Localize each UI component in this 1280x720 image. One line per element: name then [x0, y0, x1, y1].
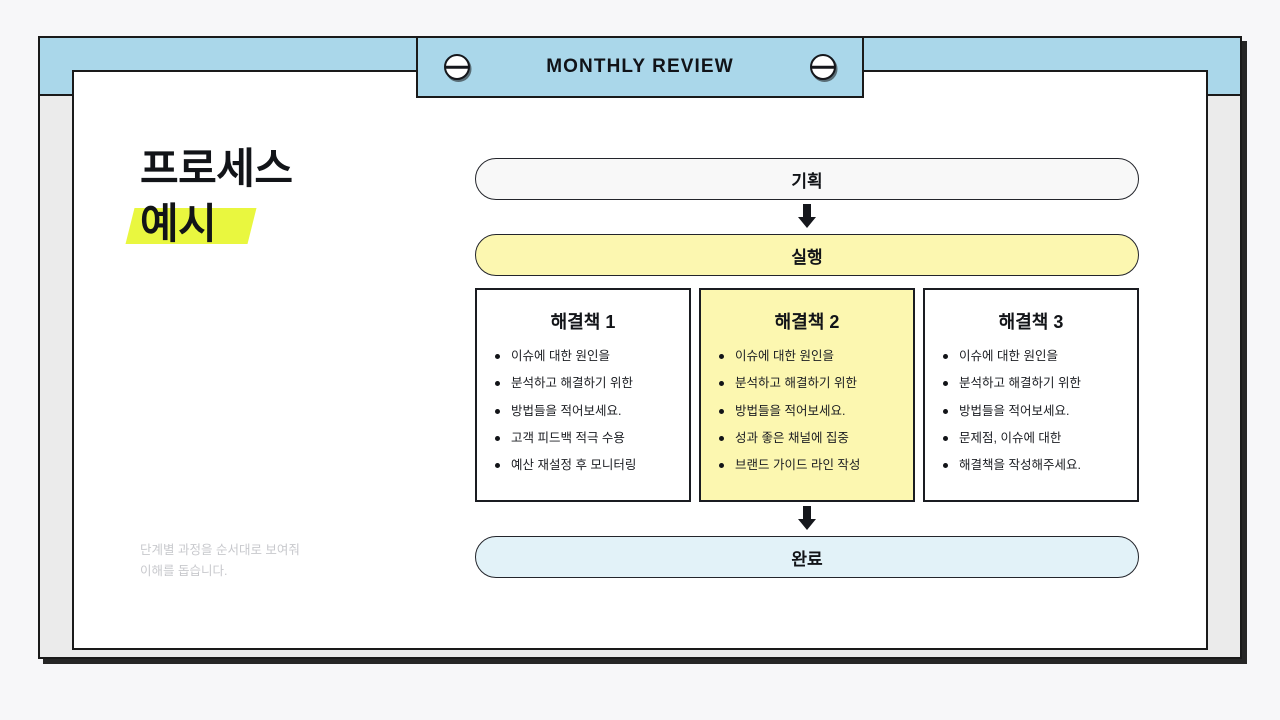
list-item: 방법들을 적어보세요. — [715, 403, 899, 419]
card-bullet-list: 이슈에 대한 원인을 분석하고 해결하기 위한 방법들을 적어보세요. 성과 좋… — [715, 348, 899, 473]
screw-slot-icon-left — [444, 54, 470, 80]
card-bullet-list: 이슈에 대한 원인을 분석하고 해결하기 위한 방법들을 적어보세요. 고객 피… — [491, 348, 675, 473]
card-title: 해결책 2 — [774, 312, 840, 332]
flow-step-plan[interactable]: 기획 — [475, 158, 1139, 200]
header-title: MONTHLY REVIEW — [546, 56, 734, 77]
list-item: 분석하고 해결하기 위한 — [491, 375, 675, 391]
solution-cards: 해결책 1 이슈에 대한 원인을 분석하고 해결하기 위한 방법들을 적어보세요… — [475, 288, 1139, 503]
list-item: 성과 좋은 채널에 집중 — [715, 430, 899, 446]
solution-card-2[interactable]: 해결책 2 이슈에 대한 원인을 분석하고 해결하기 위한 방법들을 적어보세요… — [699, 288, 915, 503]
card-title: 해결책 3 — [998, 312, 1064, 332]
page-title-line-1: 프로세스 — [140, 145, 293, 192]
list-item: 방법들을 적어보세요. — [491, 403, 675, 419]
list-item: 해결책을 작성해주세요. — [939, 457, 1123, 473]
left-title-block: 프로세스 예시 — [125, 145, 440, 249]
note-line-2: 이해를 돕습니다. — [140, 563, 228, 578]
card-bullet-list: 이슈에 대한 원인을 분석하고 해결하기 위한 방법들을 적어보세요. 문제점,… — [939, 348, 1123, 473]
list-item: 고객 피드백 적극 수용 — [491, 430, 675, 446]
note-line-1: 단계별 과정을 순서대로 보여줘 — [140, 543, 300, 557]
flow-arrow-2 — [475, 502, 1139, 536]
solution-card-1[interactable]: 해결책 1 이슈에 대한 원인을 분석하고 해결하기 위한 방법들을 적어보세요… — [475, 288, 691, 503]
list-item: 예산 재설정 후 모니터링 — [491, 457, 675, 473]
solution-card-3[interactable]: 해결책 3 이슈에 대한 원인을 분석하고 해결하기 위한 방법들을 적어보세요… — [923, 288, 1139, 503]
flow-step-done[interactable]: 완료 — [475, 536, 1139, 579]
card-title: 해결책 1 — [550, 312, 616, 332]
list-item: 이슈에 대한 원인을 — [491, 348, 675, 364]
list-item: 방법들을 적어보세요. — [939, 403, 1123, 419]
list-item: 이슈에 대한 원인을 — [939, 348, 1123, 364]
list-item: 이슈에 대한 원인을 — [715, 348, 899, 364]
list-item: 브랜드 가이드 라인 작성 — [715, 457, 899, 473]
page-title-line-2: 예시 — [140, 199, 217, 247]
list-item: 분석하고 해결하기 위한 — [939, 375, 1123, 391]
flow-step-exec[interactable]: 실행 — [475, 234, 1139, 276]
header-banner: MONTHLY REVIEW — [416, 36, 864, 98]
page-title-line-2-wrapper: 예시 — [125, 199, 257, 249]
list-item: 문제점, 이슈에 대한 — [939, 430, 1123, 446]
list-item: 분석하고 해결하기 위한 — [715, 375, 899, 391]
flow-arrow-1 — [475, 200, 1139, 234]
process-flow: 기획 실행 해결책 1 이슈에 대한 원인을 분석하고 해결하기 위한 방법들을… — [475, 158, 1139, 579]
left-description-note: 단계별 과정을 순서대로 보여줘 이해를 돕습니다. — [140, 540, 400, 581]
screw-slot-icon-right — [810, 54, 836, 80]
